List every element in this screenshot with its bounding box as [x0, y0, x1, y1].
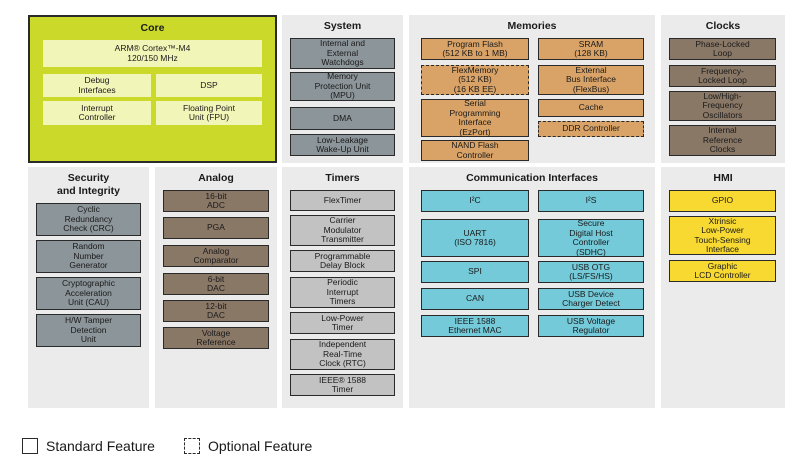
programmable-delay-block: Programmable Delay Block: [290, 250, 395, 272]
communication-title: Communication Interfaces: [466, 172, 598, 184]
legend-standard: Standard Feature: [22, 437, 155, 455]
memories-panel: Memories Program Flash (512 KB to 1 MB) …: [409, 15, 655, 163]
cache-block: Cache: [538, 99, 644, 117]
usb-charger-detect-block: USB Device Charger Detect: [538, 288, 644, 310]
memories-title: Memories: [507, 20, 557, 32]
rtc-block: Independent Real-Time Clock (RTC): [290, 339, 395, 370]
wake-up-unit-block: Low-Leakage Wake-Up Unit: [290, 134, 395, 156]
i2c-block: I²C: [421, 190, 529, 212]
dsp-block: DSP: [156, 74, 262, 97]
cmt-block: Carrier Modulator Transmitter: [290, 215, 395, 246]
usb-voltage-regulator-block: USB Voltage Regulator: [538, 315, 644, 337]
flexmemory-block: FlexMemory (512 KB) (16 KB EE): [421, 65, 529, 95]
analog-title: Analog: [198, 172, 234, 184]
interrupt-controller-block: Interrupt Controller: [43, 101, 151, 125]
security-title: Security and Integrity: [56, 172, 120, 197]
crc-block: Cyclic Redundancy Check (CRC): [36, 203, 141, 236]
timers-title: Timers: [325, 172, 360, 184]
low-power-timer-block: Low-Power Timer: [290, 312, 395, 334]
external-bus-interface-block: External Bus Interface (FlexBus): [538, 65, 644, 95]
sram-block: SRAM (128 KB): [538, 38, 644, 60]
touch-sensing-block: Xtrinsic Low-Power Touch-Sensing Interfa…: [669, 216, 776, 255]
clocks-panel: Clocks Phase-Locked Loop Frequency- Lock…: [661, 15, 785, 163]
12bit-dac-block: 12-bit DAC: [163, 300, 269, 322]
standard-feature-swatch: [22, 438, 38, 454]
core-title: Core: [140, 22, 165, 34]
nand-flash-controller-block: NAND Flash Controller: [421, 140, 529, 161]
security-panel: Security and Integrity Cyclic Redundancy…: [28, 167, 149, 408]
can-block: CAN: [421, 288, 529, 310]
ddr-controller-block: DDR Controller: [538, 121, 644, 137]
gpio-block: GPIO: [669, 190, 776, 212]
lcd-controller-block: Graphic LCD Controller: [669, 260, 776, 282]
optional-feature-swatch: [184, 438, 200, 454]
ieee1588-timer-block: IEEE® 1588 Timer: [290, 374, 395, 396]
core-panel: Core ARM® Cortex™-M4 120/150 MHz Debug I…: [28, 15, 277, 163]
fll-block: Frequency- Locked Loop: [669, 65, 776, 87]
pit-block: Periodic Interrupt Timers: [290, 277, 395, 308]
optional-feature-label: Optional Feature: [208, 438, 313, 454]
cau-block: Cryptographic Acceleration Unit (CAU): [36, 277, 141, 310]
pga-block: PGA: [163, 217, 269, 239]
rng-block: Random Number Generator: [36, 240, 141, 273]
reference-clocks-block: Internal Reference Clocks: [669, 125, 776, 156]
i2s-block: I²S: [538, 190, 644, 212]
spi-block: SPI: [421, 261, 529, 283]
oscillators-block: Low/High- Frequency Oscillators: [669, 91, 776, 121]
tamper-detection-block: H/W Tamper Detection Unit: [36, 314, 141, 347]
ezport-block: Serial Programming Interface (EzPort): [421, 98, 529, 137]
dma-block: DMA: [290, 107, 395, 130]
timers-panel: Timers FlexTimer Carrier Modulator Trans…: [282, 167, 403, 408]
watchdogs-block: Internal and External Watchdogs: [290, 38, 395, 69]
6bit-dac-block: 6-bit DAC: [163, 273, 269, 295]
ethernet-mac-block: IEEE 1588 Ethernet MAC: [421, 315, 529, 337]
hmi-panel: HMI GPIO Xtrinsic Low-Power Touch-Sensin…: [661, 167, 785, 408]
uart-block: UART (ISO 7816): [421, 219, 529, 257]
usb-otg-block: USB OTG (LS/FS/HS): [538, 261, 644, 283]
sdhc-block: Secure Digital Host Controller (SDHC): [538, 218, 644, 257]
communication-panel: Communication Interfaces I²C I²S UART (I…: [409, 167, 655, 408]
legend-optional: Optional Feature: [184, 437, 312, 455]
analog-panel: Analog 16-bit ADC PGA Analog Comparator …: [155, 167, 277, 408]
hmi-title: HMI: [713, 172, 733, 184]
system-title: System: [323, 20, 362, 32]
clocks-title: Clocks: [705, 20, 741, 32]
standard-feature-label: Standard Feature: [46, 438, 155, 454]
arm-cortex-m4-block: ARM® Cortex™-M4 120/150 MHz: [43, 40, 262, 67]
mpu-block: Memory Protection Unit (MPU): [290, 72, 395, 101]
analog-comparator-block: Analog Comparator: [163, 245, 269, 267]
adc-block: 16-bit ADC: [163, 190, 269, 212]
program-flash-block: Program Flash (512 KB to 1 MB): [421, 38, 529, 60]
fpu-block: Floating Point Unit (FPU): [156, 101, 262, 125]
debug-interfaces-block: Debug Interfaces: [43, 74, 151, 97]
system-panel: System Internal and External Watchdogs M…: [282, 15, 403, 163]
pll-block: Phase-Locked Loop: [669, 38, 776, 60]
flextimer-block: FlexTimer: [290, 190, 395, 211]
voltage-reference-block: Voltage Reference: [163, 327, 269, 349]
